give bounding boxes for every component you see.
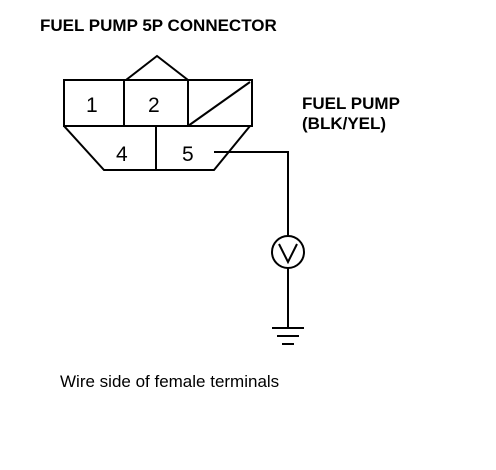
diagram-title: FUEL PUMP 5P CONNECTOR [40,16,277,35]
connector-lower-row [63,125,251,171]
connector-lock-tab [125,54,189,81]
pin-4-label: 4 [116,143,128,166]
ground-icon [272,327,304,345]
pin-5-label: 5 [182,143,194,166]
empty-cavity-mark [187,81,251,127]
terminal-label: FUEL PUMP (BLK/YEL) [302,94,400,134]
connector-upper-row [63,79,253,127]
terminal-5-wire [214,151,289,236]
pin-1-label: 1 [86,94,98,117]
terminal-name: FUEL PUMP [302,94,400,113]
pin-2-label: 2 [148,94,160,117]
wire-color: (BLK/YEL) [302,114,387,133]
caption: Wire side of female terminals [60,372,280,391]
